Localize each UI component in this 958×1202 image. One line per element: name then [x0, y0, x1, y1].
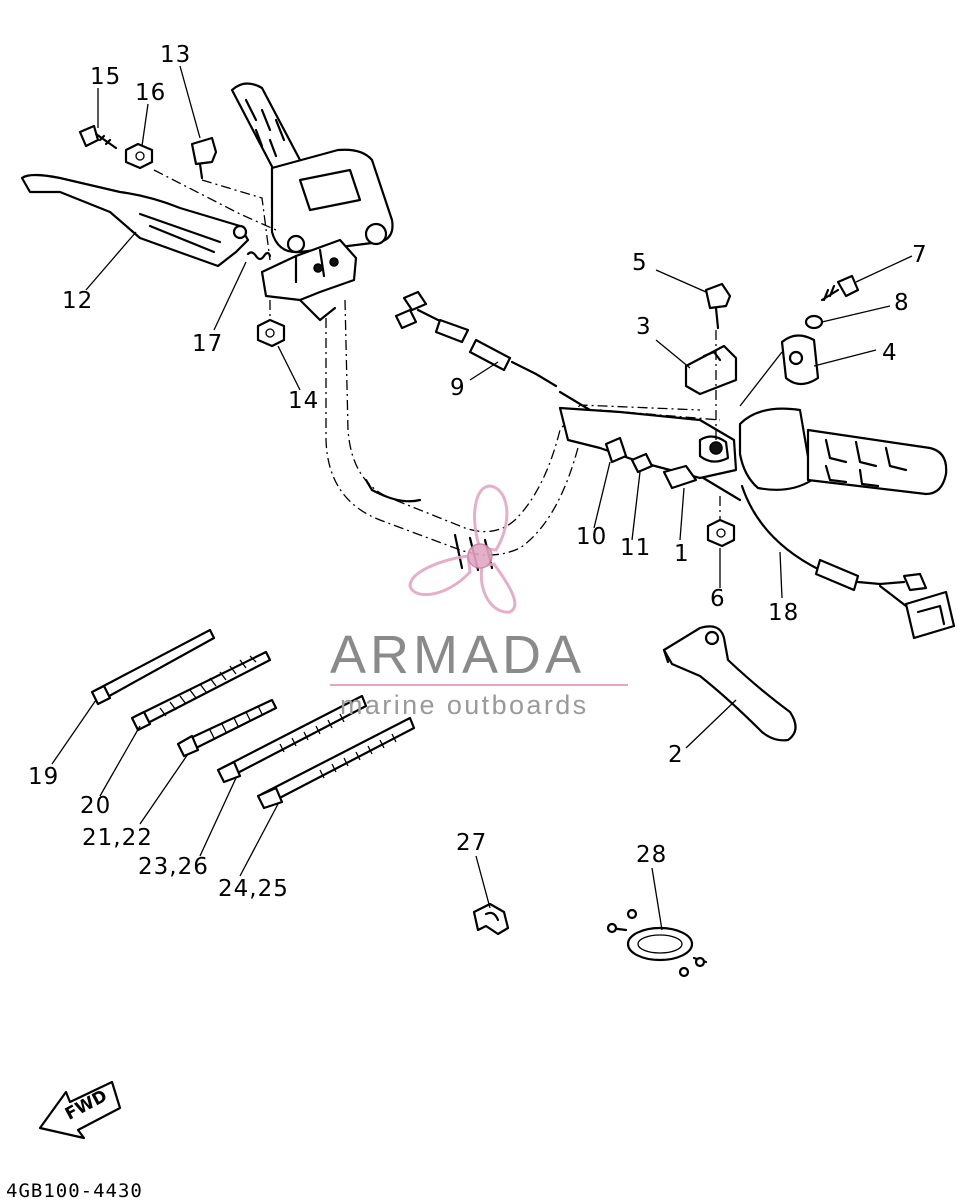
callout-4: 4 — [882, 340, 898, 366]
callout-17: 17 — [192, 331, 224, 357]
part-7-screw — [820, 274, 860, 302]
callout-1: 1 — [674, 541, 690, 567]
assembly-line-4 — [739, 351, 783, 407]
callout-16: 16 — [135, 80, 167, 106]
callout-28: 28 — [636, 842, 668, 868]
part-16-nut — [124, 142, 154, 170]
callout-21-22: 21,22 — [82, 825, 153, 851]
assembly-lines-left — [153, 169, 277, 320]
callout-27: 27 — [456, 830, 488, 856]
part-3-bracket — [684, 344, 738, 396]
part-11-locknut — [630, 452, 654, 474]
callout-7: 7 — [912, 242, 928, 268]
left-lever-holder — [260, 238, 358, 322]
callout-23-26: 23,26 — [138, 854, 209, 880]
part-5-bolt — [704, 282, 732, 330]
watermark-tagline: marine outboards — [340, 690, 589, 720]
diagram-code: 4GB100-4430 — [6, 1180, 143, 1202]
part-17-spring — [246, 251, 272, 261]
part-8-washer — [804, 314, 824, 330]
callout-14: 14 — [288, 388, 320, 414]
right-grip-assembly — [558, 406, 948, 496]
callout-13: 13 — [160, 42, 192, 68]
part-13-bolt — [190, 136, 218, 180]
leader-lines — [51, 65, 913, 931]
watermark-brand-name: ARMADA — [330, 625, 586, 685]
callout-24-25: 24,25 — [218, 876, 289, 902]
cable-ties — [90, 628, 416, 810]
callout-11: 11 — [620, 535, 652, 561]
callout-6: 6 — [710, 586, 726, 612]
part-4-clamp — [780, 334, 820, 386]
callout-3: 3 — [636, 314, 652, 340]
part-6-nut — [706, 518, 736, 548]
part-15-screw — [78, 124, 118, 150]
callout-9: 9 — [450, 375, 466, 401]
callout-12: 12 — [62, 288, 94, 314]
left-grip-and-switch — [230, 82, 394, 254]
watermark-divider — [330, 684, 628, 686]
part-12-left-lever — [20, 173, 250, 268]
callout-2: 2 — [668, 742, 684, 768]
callout-5: 5 — [632, 250, 648, 276]
part-10-adjuster — [604, 436, 628, 464]
callout-15: 15 — [90, 64, 122, 90]
forward-arrow-icon — [38, 1080, 122, 1140]
part-28-clamp — [606, 908, 708, 978]
callout-10: 10 — [576, 524, 608, 550]
callout-20: 20 — [80, 793, 112, 819]
part-2-right-lever — [662, 625, 797, 742]
part-18-switch-lead — [740, 484, 956, 640]
callout-19: 19 — [28, 764, 60, 790]
callout-18: 18 — [768, 600, 800, 626]
part-27-clip — [472, 902, 510, 936]
callout-8: 8 — [894, 290, 910, 316]
part-14-nut — [256, 318, 286, 348]
watermark-propeller-logo — [408, 484, 517, 614]
